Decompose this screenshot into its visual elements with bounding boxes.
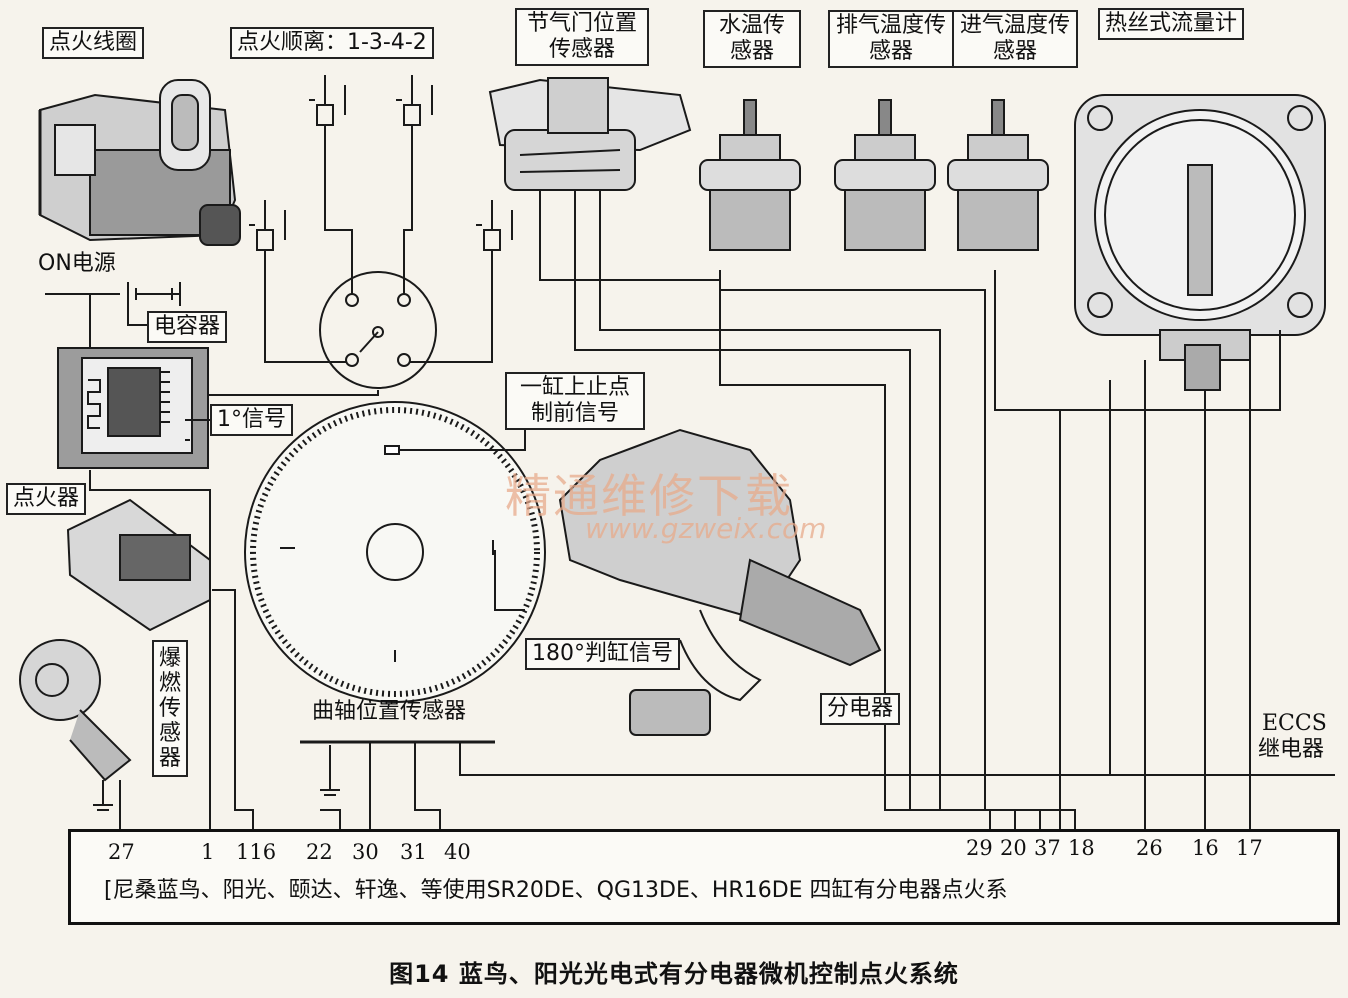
pin-label: 17 [1236, 836, 1263, 860]
distributor-illustration [558, 428, 882, 736]
distributor-label: 分电器 [820, 693, 901, 725]
igniter-illustration [66, 498, 211, 632]
ignition-coil-illustration [38, 79, 241, 246]
capacitor-label: 电容器 [147, 311, 228, 343]
pin-label: 30 [352, 840, 379, 864]
pin-label: 29 [966, 836, 993, 860]
crank-disc [244, 401, 546, 703]
pin-label: 26 [1136, 836, 1163, 860]
temp-sensors-illustration [699, 99, 1049, 251]
ground-symbols [320, 745, 340, 796]
knock-sensor-illustration [19, 639, 132, 811]
figure-caption: 图14 蓝鸟、阳光光电式有分电器微机控制点火系统 [389, 960, 959, 988]
pin-label: 20 [1000, 836, 1027, 860]
throttle-sensor-label: 节气门位置传感器 [515, 8, 649, 66]
pin-label: 1 [201, 840, 215, 864]
pin-label: 16 [1192, 836, 1219, 860]
knock-sensor-label: 爆燃传感器 [152, 640, 188, 777]
watermark-url: www.gzweix.com [585, 512, 827, 545]
photo-module [57, 347, 210, 469]
eccs-label: ECCS [1262, 711, 1327, 736]
ecu-description: [尼桑蓝鸟、阳光、颐达、轩逸、等使用SR20DE、QG13DE、HR16DE 四… [104, 878, 1008, 903]
maf-meter-illustration [1074, 94, 1326, 391]
pin-label: 116 [236, 840, 277, 864]
igniter-label: 点火器 [6, 483, 87, 515]
intake-temp-sensor-label: 进气温度传感器 [952, 10, 1078, 68]
throttle-sensor-illustration [488, 77, 692, 191]
pin-label: 40 [444, 840, 471, 864]
ecu-wires [89, 190, 1335, 829]
maf-label: 热丝式流量计 [1098, 8, 1245, 40]
pin-label: 37 [1034, 836, 1061, 860]
firing-order-label: 点火顺离：1-3-4-2 [230, 27, 434, 59]
spark-plugs [249, 75, 513, 305]
cylinder-180-signal-label: 180°判缸信号 [525, 638, 680, 670]
crank-sensor-label: 曲轴位置传感器 [312, 699, 467, 724]
pin-label: 31 [400, 840, 427, 864]
watermark-text: 精通维修下载 [505, 469, 793, 523]
exhaust-temp-sensor-label: 排气温度传感器 [828, 10, 954, 68]
pin-label: 22 [306, 840, 333, 864]
distributor-cap [194, 180, 493, 420]
coolant-sensor-label: 水温传感器 [703, 10, 801, 68]
tdc-signal-label: 一缸上止点制前信号 [505, 372, 645, 430]
pin-label: 27 [108, 840, 135, 864]
on-power-label: ON电源 [38, 251, 116, 276]
relay-label: 继电器 [1258, 737, 1325, 762]
pin-label: 18 [1068, 836, 1095, 860]
ecu-box [68, 829, 1340, 925]
power-capacitor-circuit [45, 282, 181, 350]
one-degree-signal-label: 1°信号 [210, 404, 293, 436]
ignition-coil-label: 点火线圈 [42, 27, 145, 59]
